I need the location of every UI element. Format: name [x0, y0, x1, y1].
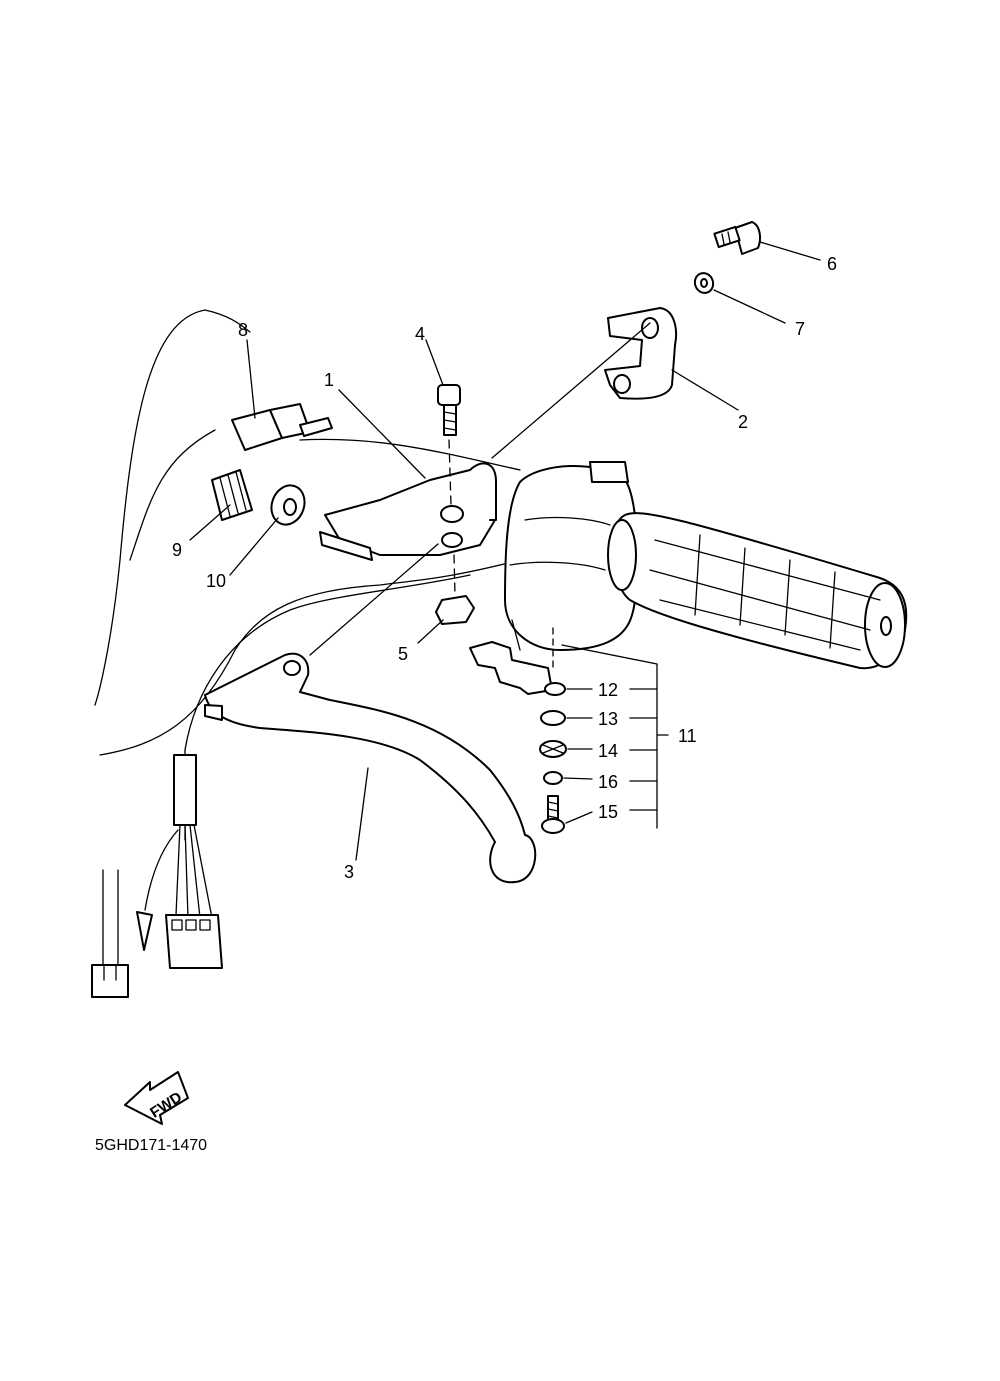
cable-outlines — [94, 309, 521, 941]
callout-15: 15 — [598, 802, 618, 822]
connector-small — [91, 939, 129, 998]
callout-16: 16 — [598, 772, 618, 792]
switch-bracket — [469, 641, 566, 696]
callout-9: 9 — [172, 540, 182, 560]
callout-6: 6 — [827, 254, 837, 274]
callout-12: 12 — [598, 680, 618, 700]
callout-13: 13 — [598, 709, 618, 729]
handlebar-grip — [607, 512, 908, 670]
callout-5: 5 — [398, 644, 408, 664]
callout-4: 4 — [415, 324, 425, 344]
pivot-nut — [435, 554, 475, 625]
callout-10: 10 — [206, 571, 226, 591]
pivot-bolt — [437, 384, 461, 506]
leader-lines — [189, 241, 821, 861]
wire-harness — [136, 754, 223, 969]
callout-3: 3 — [344, 862, 354, 882]
fwd-arrow-icon: FWD — [124, 1071, 189, 1125]
callout-8: 8 — [238, 320, 248, 340]
screw-15 — [541, 795, 565, 834]
clamp-cap — [604, 307, 678, 400]
spring-washer-16 — [543, 771, 563, 785]
lock-nut — [270, 484, 306, 526]
clamp-bolt — [713, 221, 761, 255]
lever-holder — [319, 462, 497, 561]
clutch-lever — [204, 652, 537, 884]
throttle-cable-assembly — [231, 403, 333, 451]
callout-11: 11 — [678, 726, 697, 746]
callout-1: 1 — [324, 370, 334, 390]
drawing-code: 5GHD171-1470 — [95, 1137, 207, 1154]
adjuster-nut — [211, 469, 253, 521]
washer-13 — [540, 710, 566, 726]
switch-housing — [504, 461, 639, 671]
callout-2: 2 — [738, 412, 748, 432]
lock-washer-14 — [539, 740, 567, 758]
callout-14: 14 — [598, 741, 618, 761]
callout-7: 7 — [795, 319, 805, 339]
callout-labels: 1 2 3 4 5 6 7 8 9 10 11 12 13 14 16 15 — [172, 254, 837, 882]
clamp-washer — [693, 272, 715, 294]
